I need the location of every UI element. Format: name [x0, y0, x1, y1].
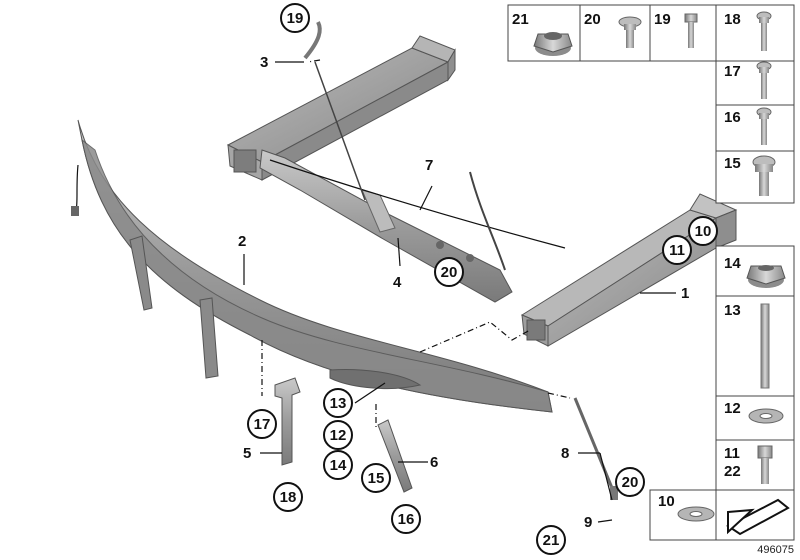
callout-13-mid: 13 — [323, 388, 353, 418]
bolt-18-icon — [756, 11, 772, 51]
leader-lines — [243, 61, 676, 523]
svg-text:10: 10 — [695, 223, 712, 240]
support-5 — [274, 377, 301, 466]
parts-table: 21 20 19 18 17 16 15 14 13 12 11 22 10 — [507, 4, 795, 541]
callout-11-right: 11 — [662, 235, 692, 265]
svg-text:20: 20 — [441, 264, 458, 281]
upper-crossmember — [226, 35, 456, 181]
callout-1: 1 — [681, 285, 689, 302]
bumper-carrier — [71, 119, 553, 413]
table-label-17: 17 — [724, 63, 741, 80]
table-label-18: 18 — [724, 11, 741, 28]
bolt-17-icon — [756, 61, 772, 99]
bolt-20-icon — [618, 16, 642, 48]
callout-2: 2 — [238, 233, 246, 250]
assembly-arrow-icon — [726, 498, 790, 536]
callout-8: 8 — [561, 445, 569, 462]
callout-12-mid: 12 — [323, 420, 353, 450]
nut-14-icon — [746, 265, 786, 288]
svg-text:20: 20 — [622, 474, 639, 491]
table-label-15: 15 — [724, 155, 741, 172]
table-label-10: 10 — [658, 493, 675, 510]
stud-13-icon — [760, 303, 770, 389]
table-label-21: 21 — [512, 11, 529, 28]
svg-text:21: 21 — [543, 532, 560, 549]
diagram-reference-number: 496075 — [757, 544, 794, 556]
strut-bracket — [259, 149, 513, 303]
callout-19-top: 19 — [280, 3, 310, 33]
callout-7: 7 — [425, 157, 433, 174]
svg-text:13: 13 — [330, 395, 347, 412]
svg-text:15: 15 — [368, 470, 385, 487]
bolt-11-icon — [757, 445, 773, 484]
support-6 — [377, 419, 413, 493]
washer-12-icon — [748, 408, 784, 424]
washer-10-icon — [677, 506, 715, 522]
callout-17: 17 — [247, 409, 277, 439]
callout-9: 9 — [584, 514, 592, 531]
svg-text:19: 19 — [287, 10, 304, 27]
circled-callouts: 19 20 10 11 13 12 14 17 15 18 16 20 21 — [247, 3, 718, 555]
callout-numbers: 3 7 4 2 1 5 6 8 9 — [238, 54, 689, 531]
callout-10-right: 10 — [688, 216, 718, 246]
table-label-20: 20 — [584, 11, 601, 28]
svg-text:18: 18 — [280, 489, 297, 506]
sensor-rod-8 — [573, 397, 618, 500]
callout-18-bottom: 18 — [273, 482, 303, 512]
callout-3: 3 — [260, 54, 268, 71]
table-label-19: 19 — [654, 11, 671, 28]
callout-20-bottom: 20 — [615, 467, 645, 497]
mounting-rod-3 — [303, 21, 366, 201]
table-label-14: 14 — [724, 255, 741, 272]
cable-right — [469, 171, 506, 271]
table-label-16: 16 — [724, 109, 741, 126]
table-label-13: 13 — [724, 302, 741, 319]
svg-text:12: 12 — [330, 427, 347, 444]
callout-16-bottom: 16 — [391, 504, 421, 534]
callout-21-bottom: 21 — [536, 525, 566, 555]
table-label-22: 22 — [724, 463, 741, 480]
callout-6: 6 — [430, 454, 438, 471]
cable-7 — [269, 159, 566, 249]
svg-text:14: 14 — [330, 457, 347, 474]
bolt-16-icon — [756, 107, 772, 145]
svg-text:11: 11 — [669, 242, 685, 259]
table-label-12: 12 — [724, 400, 741, 417]
callout-20-mid: 20 — [434, 257, 464, 287]
svg-text:17: 17 — [254, 416, 271, 433]
svg-text:16: 16 — [398, 511, 415, 528]
bolt-19-icon — [684, 13, 698, 48]
nut-21-icon — [533, 32, 573, 56]
callout-15-mid: 15 — [361, 463, 391, 493]
table-label-11: 11 — [724, 445, 740, 462]
callout-14-mid: 14 — [323, 450, 353, 480]
callout-4: 4 — [393, 274, 402, 291]
callout-5: 5 — [243, 445, 251, 462]
bolt-15-icon — [752, 155, 776, 196]
